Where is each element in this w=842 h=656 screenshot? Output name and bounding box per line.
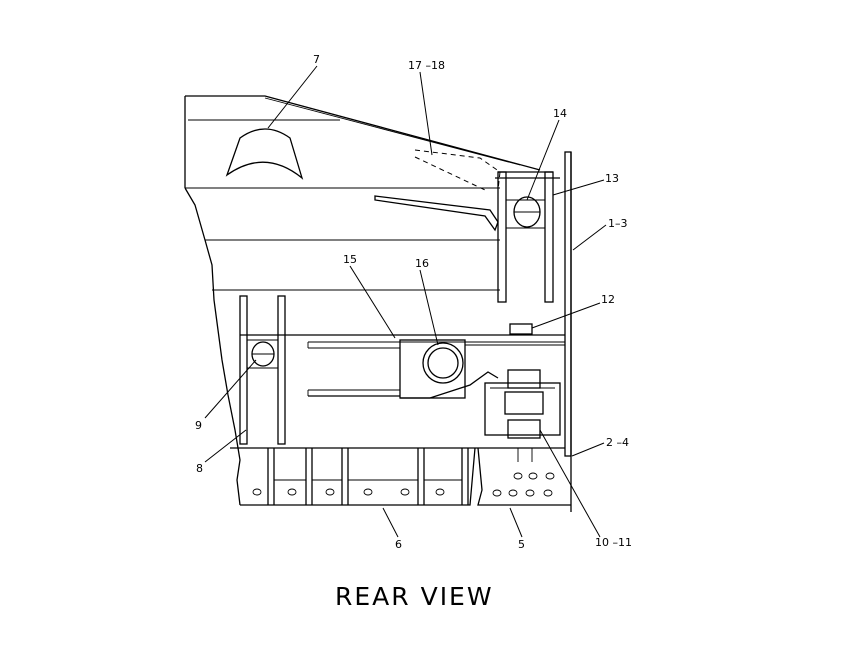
- callout-labels: 7 17 –18 14 13 1–3 12 15 16 9 8 2 –4 6 5…: [195, 53, 632, 551]
- callout-8: 8: [196, 462, 203, 475]
- pad-part-12: [509, 323, 533, 335]
- callout-10-11: 10 –11: [595, 536, 632, 549]
- callout-7: 7: [313, 53, 320, 66]
- callout-5: 5: [518, 538, 525, 551]
- leader-lines: [204, 65, 607, 538]
- callout-6: 6: [395, 538, 402, 551]
- mount-box-part-10-11: [484, 369, 561, 439]
- callout-2-4: 2 –4: [606, 436, 629, 449]
- callout-17-18: 17 –18: [408, 59, 445, 72]
- hidden-part-17-18: [414, 149, 501, 191]
- callout-1-3: 1–3: [608, 217, 628, 230]
- upper-bushing-part-14: [513, 196, 541, 228]
- tube-part-16: [422, 342, 464, 384]
- crossmember-part-15: [240, 334, 565, 399]
- callout-13: 13: [605, 172, 619, 185]
- long-bar: [374, 195, 499, 232]
- left-bushing-part-9: [251, 341, 275, 367]
- frame-outline: [184, 95, 572, 512]
- callout-9: 9: [195, 419, 202, 432]
- callout-12: 12: [601, 293, 615, 306]
- bottom-channels-part-6: [240, 447, 476, 506]
- arch-cover-part-7: [225, 128, 304, 180]
- callout-14: 14: [553, 107, 567, 120]
- callout-16: 16: [415, 257, 429, 270]
- gusset-plate-part-5: [477, 447, 571, 506]
- upper-bracket-part-13: [495, 171, 560, 303]
- left-bracket-part-8: [230, 295, 565, 449]
- diagram-title: REAR VIEW: [335, 582, 494, 611]
- callout-15: 15: [343, 253, 357, 266]
